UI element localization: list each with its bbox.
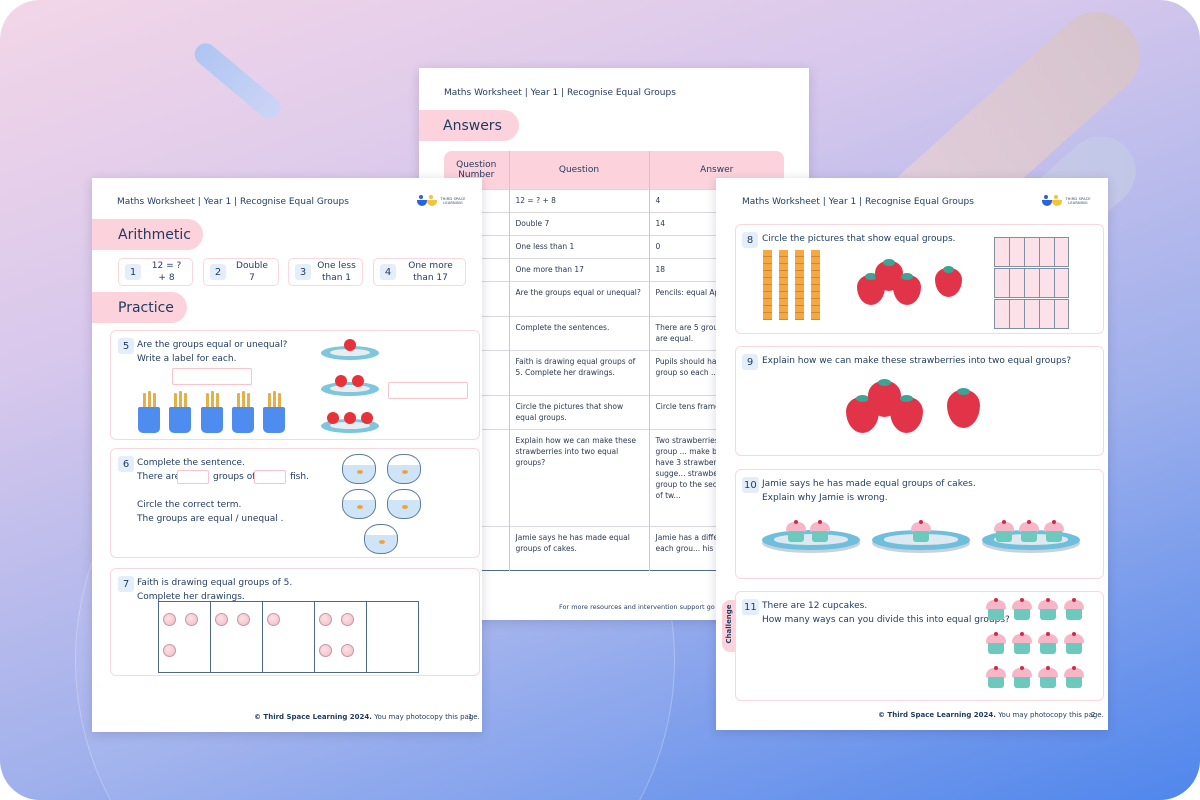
question-cell: 12 = ? + 8: [509, 188, 650, 212]
footer-note: You may photocopy this page.: [998, 711, 1104, 719]
sentence-part: fish.: [290, 472, 309, 482]
question-text: One more than 17: [408, 261, 453, 283]
arithmetic-question-4: 4 One more than 17: [373, 258, 466, 286]
logo-text: THIRD SPACE LEARNING: [440, 197, 466, 205]
question-card-7: 7 Faith is drawing equal groups of 5. Co…: [110, 568, 480, 676]
page-header: Maths Worksheet | Year 1 | Recognise Equ…: [117, 197, 349, 207]
logo: THIRD SPACE LEARNING: [1042, 195, 1091, 207]
column-header: Question: [509, 151, 650, 189]
question-cell: Faith is drawing equal groups of 5. Comp…: [509, 349, 650, 395]
question-number: 1: [125, 264, 141, 280]
question-text: Circle the correct term.: [137, 500, 242, 510]
question-text: Circle the pictures that show equal grou…: [762, 234, 956, 244]
empty-drawing-box[interactable]: [366, 601, 419, 673]
question-cell: Circle the pictures that show equal grou…: [509, 394, 650, 429]
question-cell: One less than 1: [509, 234, 650, 258]
challenge-label: Challenge: [725, 604, 733, 644]
worksheet-page-1: Maths Worksheet | Year 1 | Recognise Equ…: [92, 178, 482, 732]
challenge-tab: Challenge: [722, 600, 736, 652]
question-text: Explain how we can make these strawberri…: [762, 356, 1072, 366]
question-text: Complete her drawings.: [137, 592, 245, 602]
page-header: Maths Worksheet | Year 1 | Recognise Equ…: [444, 88, 676, 98]
question-card-5: 5 Are the groups equal or unequal? Write…: [110, 330, 480, 440]
question-card-6: 6 Complete the sentence. There are group…: [110, 448, 480, 558]
section-title-practice: Practice: [92, 292, 187, 323]
page-footer: © Third Space Learning 2024. You may pho…: [878, 711, 1104, 719]
page-number: 2: [1091, 711, 1096, 719]
question-text: How many ways can you divide this into e…: [762, 615, 1010, 625]
question-card-9: 9 Explain how we can make these strawber…: [735, 346, 1104, 456]
section-title-text: Arithmetic: [118, 226, 191, 243]
question-text: Double 7: [236, 261, 268, 283]
page-number: 1: [468, 713, 473, 721]
question-number: 5: [118, 338, 134, 354]
question-number: 3: [295, 264, 311, 280]
question-cell: Explain how we can make these strawberri…: [509, 428, 650, 526]
question-cell: Jamie says he has made equal groups of c…: [509, 525, 650, 570]
question-text: Jamie says he has made equal groups of c…: [762, 479, 976, 489]
third-space-learning-logo-icon: [1042, 195, 1062, 207]
copyright: © Third Space Learning 2024.: [878, 711, 996, 719]
label-answer-box-pencils[interactable]: [172, 368, 252, 385]
question-text: There are 12 cupcakes.: [762, 601, 868, 611]
third-space-learning-logo-icon: [417, 195, 437, 207]
question-number: 10: [742, 477, 759, 493]
question-cell: Are the groups equal or unequal?: [509, 280, 650, 316]
footer-note: You may photocopy this page.: [374, 713, 480, 721]
question-text: Write a label for each.: [137, 354, 237, 364]
answers-footer: For more resources and intervention supp…: [559, 603, 724, 611]
page-footer: © Third Space Learning 2024. You may pho…: [254, 713, 480, 721]
sentence-part: There are: [137, 472, 181, 482]
question-number: 2: [210, 264, 226, 280]
decorative-pill: [190, 38, 285, 124]
question-number: 9: [742, 354, 758, 370]
question-text: Faith is drawing equal groups of 5.: [137, 578, 293, 588]
question-text: Complete the sentence.: [137, 458, 245, 468]
question-text: Explain why Jamie is wrong.: [762, 493, 888, 503]
question-text: 12 = ? + 8: [151, 261, 182, 283]
fish-count-box[interactable]: [254, 470, 286, 484]
logo: THIRD SPACE LEARNING: [417, 195, 466, 207]
copyright: © Third Space Learning 2024.: [254, 713, 372, 721]
question-cell: Double 7: [509, 211, 650, 235]
question-number: 6: [118, 456, 134, 472]
arithmetic-question-3: 3 One less than 1: [288, 258, 363, 286]
question-text: Are the groups equal or unequal?: [137, 340, 288, 350]
label-answer-box-apples[interactable]: [388, 382, 468, 399]
section-title-text: Answers: [443, 117, 502, 134]
question-card-8: 8 Circle the pictures that show equal gr…: [735, 224, 1104, 334]
question-text: One less than 1: [317, 261, 356, 283]
question-number: 4: [380, 264, 396, 280]
section-title-arithmetic: Arithmetic: [92, 219, 203, 250]
arithmetic-question-1: 1 12 = ? + 8: [118, 258, 193, 286]
section-title-answers: Answers: [419, 110, 519, 141]
question-cell: One more than 17: [509, 257, 650, 281]
page-header: Maths Worksheet | Year 1 | Recognise Equ…: [742, 197, 974, 207]
question-card-11: 11 There are 12 cupcakes. How many ways …: [735, 591, 1104, 701]
groups-count-box[interactable]: [177, 470, 209, 484]
worksheet-page-2: Maths Worksheet | Year 1 | Recognise Equ…: [716, 178, 1108, 730]
question-number: 7: [118, 576, 134, 592]
question-number: 11: [742, 599, 759, 615]
arithmetic-question-2: 2 Double 7: [203, 258, 279, 286]
section-title-text: Practice: [118, 299, 174, 316]
sentence-part: groups of: [213, 472, 256, 482]
question-card-10: 10 Jamie says he has made equal groups o…: [735, 469, 1104, 579]
question-number: 8: [742, 232, 758, 248]
equal-unequal-choice[interactable]: The groups are equal / unequal .: [137, 514, 284, 524]
logo-text: THIRD SPACE LEARNING: [1065, 197, 1091, 205]
question-cell: Complete the sentences.: [509, 315, 650, 350]
